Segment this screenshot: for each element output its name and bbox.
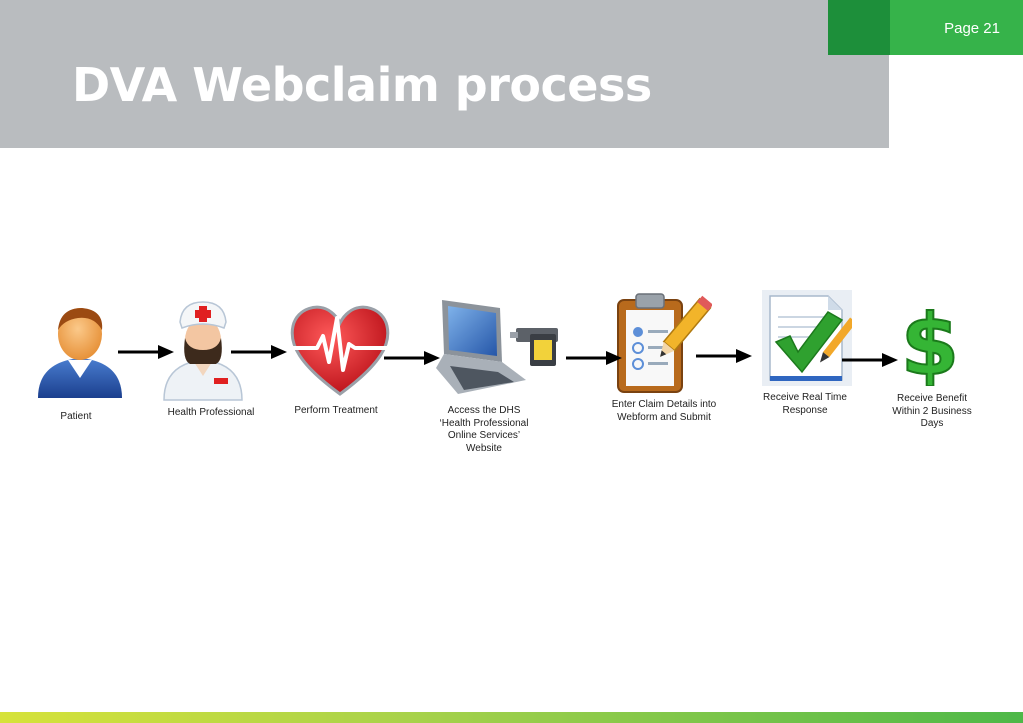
step-label-benefit: Receive Benefit Within 2 Business Days xyxy=(892,393,972,429)
svg-text:$: $ xyxy=(901,302,959,386)
laptop-icon xyxy=(436,300,558,394)
dollar-icon: $ xyxy=(900,302,960,386)
slide-title: DVA Webclaim process xyxy=(72,58,652,112)
flow-arrow xyxy=(118,345,174,359)
step-label-response: Receive Real Time Response xyxy=(763,392,847,416)
flow-arrow xyxy=(696,349,752,363)
page-tab xyxy=(890,0,1023,55)
step-label-patient: Patient xyxy=(60,411,92,422)
nurse-icon xyxy=(163,301,243,401)
heart-icon xyxy=(290,305,390,396)
process-flow: $ Patient Health Professional Perform Tr… xyxy=(0,280,1023,470)
step-label-enter-claim: Enter Claim Details into Webform and Sub… xyxy=(611,399,717,423)
page-number: Page 21 xyxy=(944,20,1000,37)
flow-arrow xyxy=(842,353,898,367)
header-band xyxy=(0,0,889,148)
flow-arrow xyxy=(566,351,622,365)
flow-arrow xyxy=(384,351,440,365)
step-label-treatment: Perform Treatment xyxy=(294,405,378,416)
checkmark-document-icon xyxy=(762,290,852,386)
page-tab-accent xyxy=(828,0,890,55)
step-label-health-professional: Health Professional xyxy=(167,407,255,418)
clipboard-icon xyxy=(617,293,712,393)
flow-arrow xyxy=(231,345,287,359)
step-label-access-website: Access the DHS ‘Health Professional Onli… xyxy=(439,405,529,454)
footer-accent-bar xyxy=(0,712,1023,723)
patient-icon xyxy=(38,308,122,398)
